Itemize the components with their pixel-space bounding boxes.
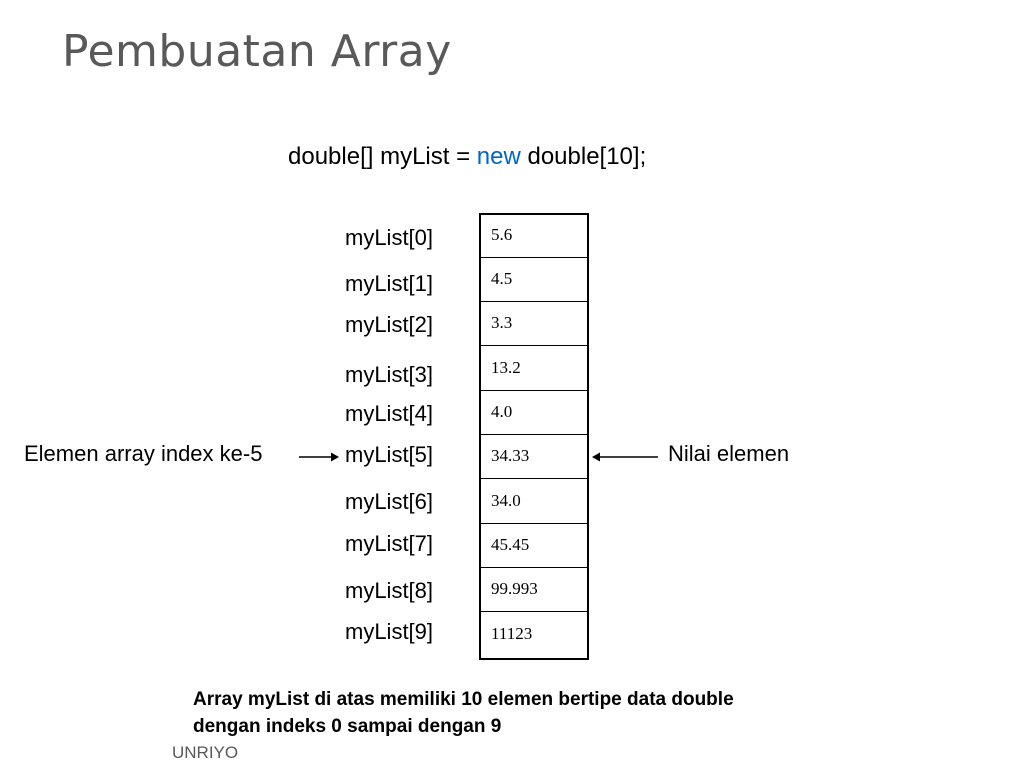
slide-title: Pembuatan Array <box>62 26 452 77</box>
index-label-2: myList[2] <box>345 312 434 337</box>
caption-line-2: dengan indeks 0 sampai dengan 9 <box>193 716 502 737</box>
declaration-size: double[10]; <box>520 143 647 170</box>
index-label-1: myList[1] <box>345 271 434 296</box>
array-cell-7: 45.45 <box>481 525 587 568</box>
array-cell-2: 3.3 <box>481 303 587 346</box>
array-cell-3: 13.2 <box>481 348 587 391</box>
index-label-5: myList[5] <box>345 442 434 467</box>
array-caption: Array myList di atas memiliki 10 elemen … <box>193 686 734 740</box>
footer-label: UNRIYO <box>172 743 239 762</box>
array-cell-9: 11123 <box>491 624 533 643</box>
index-arrow-icon <box>299 452 339 462</box>
array-memory-box: 5.6 4.5 3.3 13.2 4.0 34.33 34.0 45.45 99… <box>479 213 589 660</box>
index-label-7: myList[7] <box>345 531 434 556</box>
index-annotation: Elemen array index ke-5 <box>24 441 263 466</box>
array-cell-4: 4.0 <box>481 392 587 435</box>
declaration-type: double[] myList = <box>288 143 477 170</box>
index-label-0: myList[0] <box>345 225 434 250</box>
index-label-4: myList[4] <box>345 401 434 426</box>
declaration-keyword: new <box>476 143 521 170</box>
array-declaration: double[] myList = new double[10]; <box>288 143 646 171</box>
index-label-9: myList[9] <box>345 619 434 644</box>
array-cell-6: 34.0 <box>481 481 587 524</box>
value-annotation: Nilai elemen <box>668 441 790 466</box>
array-cell-5: 34.33 <box>481 436 587 479</box>
caption-line-1: Array myList di atas memiliki 10 elemen … <box>193 689 734 710</box>
index-label-8: myList[8] <box>345 578 434 603</box>
array-cell-1: 4.5 <box>481 259 587 302</box>
index-label-6: myList[6] <box>345 489 434 514</box>
array-cell-0: 5.6 <box>481 215 587 258</box>
array-cell-8: 99.993 <box>481 569 587 612</box>
index-label-3: myList[3] <box>345 362 434 387</box>
value-arrow-icon <box>592 452 658 462</box>
